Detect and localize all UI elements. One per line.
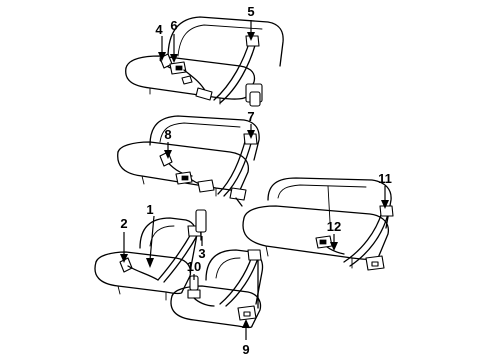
rear-belt-assembly-top bbox=[159, 35, 263, 107]
rear-belt-assembly-right bbox=[315, 205, 394, 271]
front-bucket-seat-left bbox=[94, 217, 198, 301]
rear-bench-seat-right bbox=[242, 177, 392, 269]
callout-11: 11 bbox=[378, 171, 392, 186]
callout-5: 5 bbox=[247, 4, 254, 19]
callout-3: 3 bbox=[198, 246, 205, 261]
callout-1: 1 bbox=[146, 202, 153, 217]
callout-7: 7 bbox=[247, 109, 254, 124]
callout-12: 12 bbox=[327, 219, 341, 234]
callout-2: 2 bbox=[120, 216, 127, 231]
leader-lines bbox=[120, 20, 389, 340]
callout-8: 8 bbox=[164, 127, 171, 142]
callout-9: 9 bbox=[242, 342, 249, 357]
callout-6: 6 bbox=[170, 18, 177, 33]
front-belt-assembly-left bbox=[119, 209, 207, 283]
front-belt-assembly-right bbox=[187, 249, 262, 321]
callout-4: 4 bbox=[155, 22, 163, 37]
rear-bench-seat-middle bbox=[117, 115, 260, 197]
rear-bench-seat-top bbox=[125, 16, 284, 105]
callout-10: 10 bbox=[187, 259, 201, 274]
